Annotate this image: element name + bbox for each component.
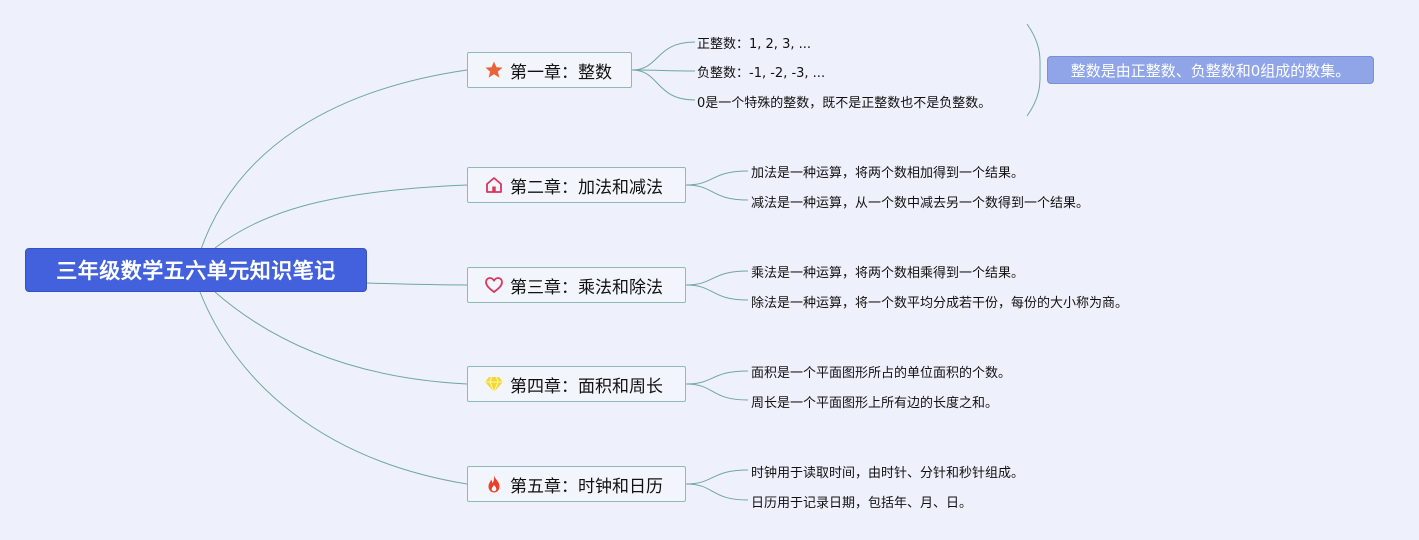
chapter-1-item-1[interactable]: 正整数：1, 2, 3, ... (697, 37, 812, 52)
house-icon (484, 175, 504, 195)
chapter-5-item-1[interactable]: 时钟用于读取时间，由时针、分针和秒针组成。 (751, 466, 1025, 481)
connector-ch3-leaf1 (685, 270, 749, 286)
chapter-3-title: 第三章：乘法和除法 (510, 277, 663, 298)
diamond-icon (484, 374, 504, 394)
chapter-5-item-2[interactable]: 日历用于记录日期，包括年、月、日。 (751, 496, 973, 511)
connector-ch2-leaf1 (685, 170, 749, 186)
connector-ch1-leaf3 (631, 69, 696, 101)
connector-root-ch1 (199, 69, 468, 253)
connector-root-ch2 (214, 184, 468, 249)
chapter-1-title: 第一章：整数 (510, 62, 612, 83)
connector-ch5-leaf2 (685, 483, 749, 501)
chapter-2-topic[interactable]: 第二章：加法和减法 (467, 167, 686, 203)
chapter-4-title: 第四章：面积和周长 (510, 376, 663, 397)
chapter-3-item-2[interactable]: 除法是一种运算，将一个数平均分成若干份，每份的大小称为商。 (751, 296, 1129, 311)
chapter-4-item-2[interactable]: 周长是一个平面图形上所有边的长度之和。 (751, 396, 999, 411)
fire-icon (484, 474, 504, 494)
connector-ch1-leaf1 (631, 41, 696, 71)
summary-text: 整数是由正整数、负整数和0组成的数集。 (1070, 61, 1351, 80)
connector-root-ch4 (214, 291, 468, 385)
chapter-2-item-1[interactable]: 加法是一种运算，将两个数相加得到一个结果。 (751, 166, 1025, 181)
connector-ch3-leaf2 (685, 284, 749, 301)
chapter-4-topic[interactable]: 第四章：面积和周长 (467, 366, 686, 402)
heart-icon (484, 275, 504, 295)
connector-ch2-leaf2 (685, 184, 749, 201)
chapter-5-topic[interactable]: 第五章：时钟和日历 (467, 466, 686, 502)
connector-ch4-leaf2 (685, 383, 749, 401)
connector-ch5-leaf1 (685, 469, 749, 485)
summary-topic[interactable]: 整数是由正整数、负整数和0组成的数集。 (1047, 56, 1374, 84)
chapter-3-item-1[interactable]: 乘法是一种运算，将两个数相乘得到一个结果。 (751, 266, 1025, 281)
chapter-2-item-2[interactable]: 减法是一种运算，从一个数中减去另一个数得到一个结果。 (751, 196, 1090, 211)
chapter-5-title: 第五章：时钟和日历 (510, 476, 663, 497)
chapter-4-item-1[interactable]: 面积是一个平面图形所占的单位面积的个数。 (751, 366, 1012, 381)
connector-root-ch3 (366, 282, 468, 286)
connector-root-ch5 (199, 291, 468, 485)
chapter-3-topic[interactable]: 第三章：乘法和除法 (467, 267, 686, 303)
root-topic[interactable]: 三年级数学五六单元知识笔记 (25, 248, 367, 292)
chapter-1-item-3[interactable]: 0是一个特殊的整数，既不是正整数也不是负整数。 (697, 96, 992, 111)
summary-brace (1026, 23, 1041, 117)
chapter-1-item-2[interactable]: 负整数：-1, -2, -3, ... (697, 66, 826, 81)
chapter-1-topic[interactable]: 第一章：整数 (467, 52, 632, 88)
star-icon (484, 60, 504, 80)
connector-ch4-leaf1 (685, 370, 749, 385)
connector-ch1-leaf2 (631, 69, 696, 72)
chapter-2-title: 第二章：加法和减法 (510, 177, 663, 198)
root-title: 三年级数学五六单元知识笔记 (56, 259, 336, 283)
